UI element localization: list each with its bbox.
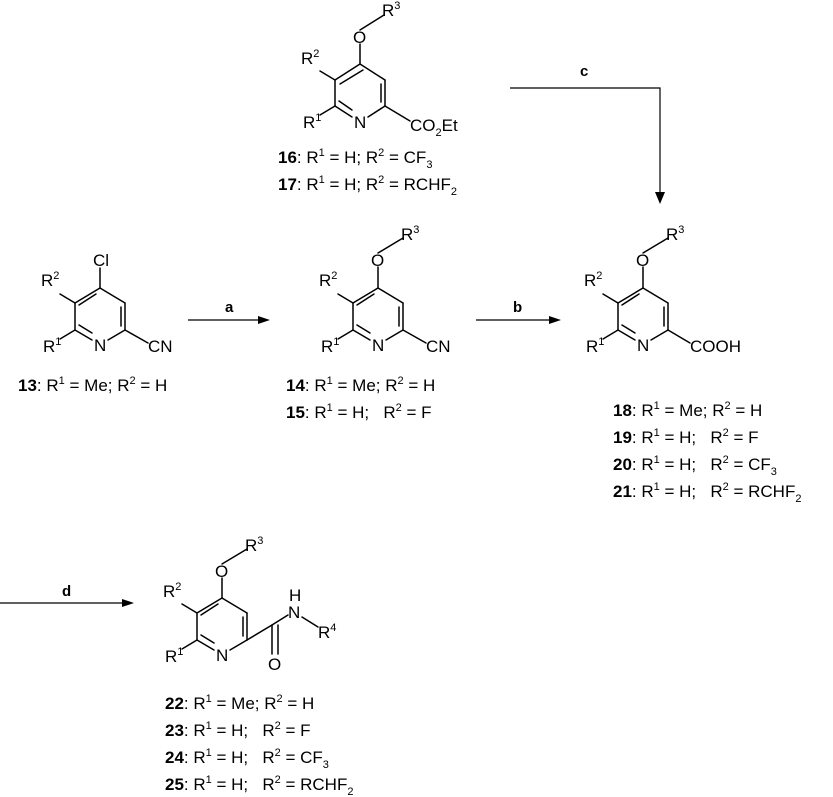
svg-text:R2: R2 [319,270,337,290]
svg-text:O: O [353,28,366,47]
svg-text:Cl: Cl [93,251,109,270]
svg-text:N: N [354,113,366,132]
structure-16-17 [319,14,411,122]
svg-text:R1: R1 [586,336,604,356]
svg-text:R1: R1 [165,646,183,666]
atoms-16-17: O R3 R2 R1 N CO2Et [301,0,458,139]
atoms-22-25: O R3 R2 R1 N N H R4 O [163,535,336,674]
step-d-label: d [62,583,71,600]
svg-text:R2: R2 [41,270,59,290]
svg-text:R3: R3 [666,224,684,244]
svg-text:CN: CN [148,337,173,356]
step-a-label: a [225,299,234,316]
structure-13 [59,267,149,344]
svg-text:R1: R1 [321,336,339,356]
structure-22-25 [181,548,319,655]
svg-text:R4: R4 [318,622,336,642]
label-17: 17: R1 = H; R2 = RCHF2 [278,174,457,198]
label-22: 22: R1 = Me; R2 = H [165,693,314,713]
label-25: 25: R1 = H; R2 = RCHF2 [165,774,353,797]
label-21: 21: R1 = H; R2 = RCHF2 [613,481,801,505]
svg-text:O: O [268,655,281,674]
arrow-d [0,599,134,607]
svg-text:N: N [288,603,300,622]
arrow-a [188,316,270,324]
label-15: 15: R1 = H; R2 = F [286,402,432,422]
svg-text:R3: R3 [245,535,263,555]
svg-text:R2: R2 [301,48,319,68]
svg-text:N: N [372,336,384,355]
svg-text:R3: R3 [401,224,419,244]
label-14: 14: R1 = Me; R2 = H [286,375,435,395]
label-19: 19: R1 = H; R2 = F [613,427,759,447]
svg-text:R2: R2 [584,270,602,290]
label-24: 24: R1 = H; R2 = CF3 [165,747,329,771]
svg-text:R2: R2 [163,581,181,601]
step-c-label: c [580,63,588,80]
svg-text:COOH: COOH [690,337,741,356]
svg-text:R3: R3 [382,0,400,20]
svg-text:O: O [215,562,228,581]
svg-text:O: O [371,251,384,270]
label-18: 18: R1 = Me; R2 = H [613,400,762,420]
structure-18-21 [602,237,691,344]
svg-text:N: N [637,336,649,355]
svg-text:CO2Et: CO2Et [410,116,458,139]
structure-14-15 [337,237,427,344]
label-23: 23: R1 = H; R2 = F [165,720,311,740]
svg-text:CN: CN [426,337,451,356]
atoms-14-15: O R3 R2 R1 N CN [319,224,451,356]
label-16: 16: R1 = H; R2 = CF3 [278,147,432,171]
svg-text:O: O [636,251,649,270]
step-b-label: b [513,299,522,316]
atoms-18-21: O R3 R2 R1 N COOH [584,224,741,356]
svg-text:H: H [289,586,301,605]
label-20: 20: R1 = H; R2 = CF3 [613,454,777,478]
svg-text:R1: R1 [303,112,321,132]
label-13: 13: R1 = Me; R2 = H [18,375,167,395]
svg-text:N: N [94,336,106,355]
atoms-13: Cl R2 R1 N CN [41,251,173,356]
arrow-c [510,87,665,204]
svg-text:R1: R1 [43,336,61,356]
svg-text:N: N [216,646,228,665]
arrow-b [476,316,561,324]
